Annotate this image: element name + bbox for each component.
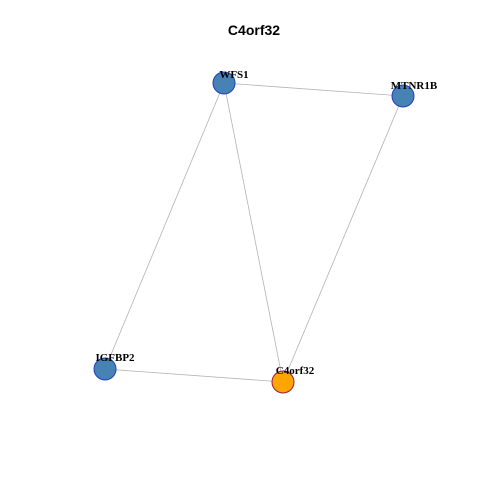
node-c4orf32 xyxy=(271,370,295,394)
node-layer xyxy=(93,71,415,394)
edge-wfs1-c4orf32 xyxy=(223,82,284,383)
node-igfbp2 xyxy=(93,357,117,381)
node-label-c4orf32: C4orf32 xyxy=(276,365,315,377)
node-wfs1 xyxy=(212,71,236,95)
graph-title: C4orf32 xyxy=(228,22,280,38)
node-label-mtnr1b: MTNR1B xyxy=(391,80,438,92)
edge-mtnr1b-c4orf32 xyxy=(282,95,404,383)
node-label-wfs1: WFS1 xyxy=(219,69,248,81)
node-mtnr1b xyxy=(391,84,415,108)
node-label-igfbp2: IGFBP2 xyxy=(95,352,135,364)
edge-wfs1-igfbp2 xyxy=(104,82,225,370)
edge-layer xyxy=(104,82,404,383)
edge-wfs1-mtnr1b xyxy=(223,82,404,97)
edge-igfbp2-c4orf32 xyxy=(104,368,284,383)
